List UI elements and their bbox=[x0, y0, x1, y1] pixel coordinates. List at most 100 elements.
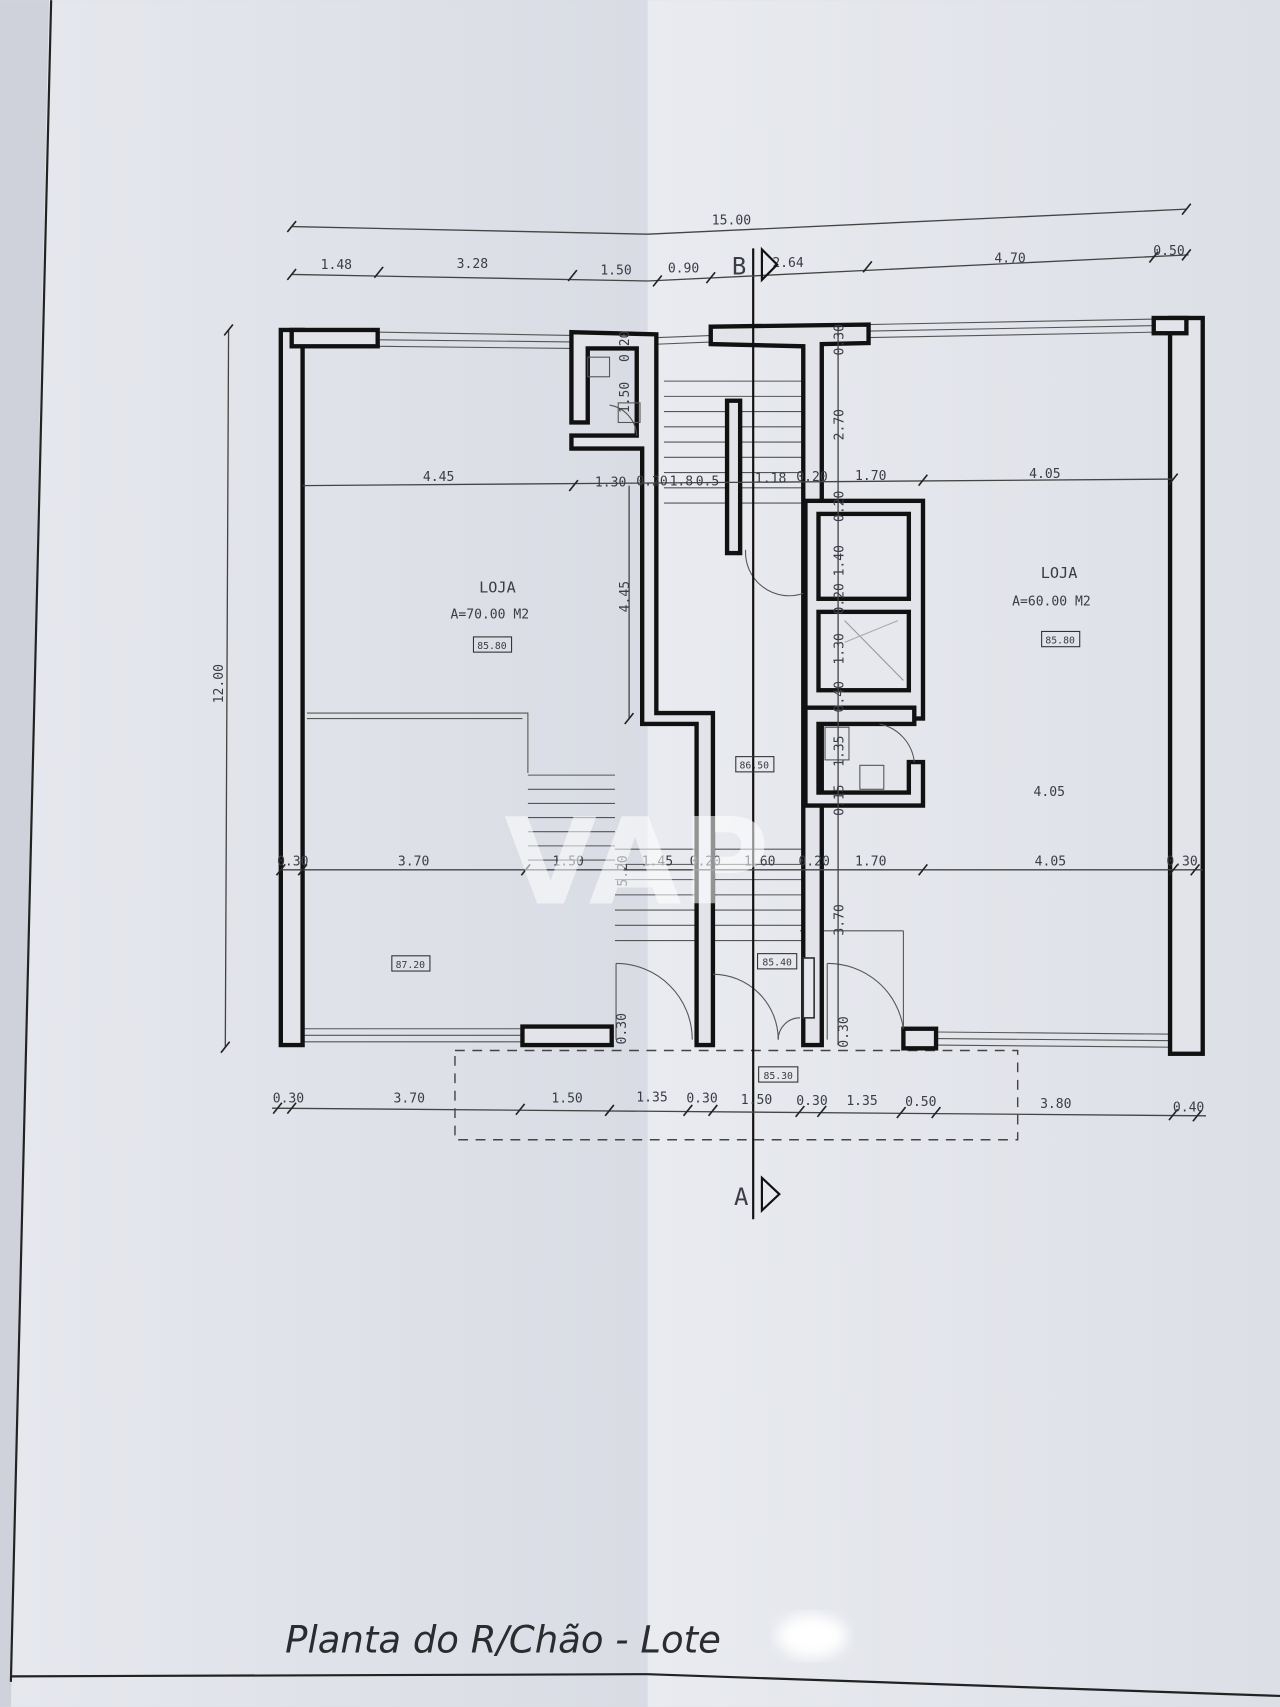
dimension-vertical: 4.05 bbox=[1034, 785, 1065, 800]
dimension-upper: 4.05 bbox=[1029, 467, 1060, 482]
section-arrow-b-icon bbox=[760, 246, 779, 283]
dimension-ticks bbox=[220, 203, 1203, 1122]
dimension-bottom: 1.50 bbox=[551, 1092, 582, 1107]
dimension-top: 3.28 bbox=[457, 257, 489, 272]
dimension-middle: 3.70 bbox=[398, 854, 429, 869]
dimension-tick bbox=[918, 474, 928, 487]
dimension-middle: 1.60 bbox=[744, 854, 775, 869]
dimension-top: 1.50 bbox=[600, 263, 631, 278]
dimension-bottom: 1.50 bbox=[741, 1093, 772, 1108]
dimension-bottom: 3.80 bbox=[1040, 1097, 1071, 1112]
dimension-vertical: 0.40 bbox=[833, 681, 848, 712]
mezzanine-outline bbox=[306, 712, 529, 773]
dimension-tick bbox=[1148, 251, 1159, 263]
sanitary-fixtures bbox=[587, 356, 885, 790]
dimension-middle: 0.30 bbox=[277, 854, 308, 869]
dimension-vertical: 1.50 bbox=[618, 382, 633, 413]
dimension-upper: 4.45 bbox=[423, 470, 454, 485]
dimension-tick bbox=[1181, 203, 1192, 216]
level-mark: 85.40 bbox=[762, 958, 792, 969]
dimension-tick bbox=[1168, 473, 1179, 486]
dimension-vertical: 0.20 bbox=[618, 331, 633, 362]
level-right-store: 85.80 bbox=[1045, 635, 1075, 646]
dimension-tick bbox=[652, 275, 663, 287]
section-arrow-a-icon bbox=[760, 1175, 781, 1214]
room-name-right: LOJA bbox=[1041, 564, 1078, 582]
dimension-vertical: 1.40 bbox=[833, 545, 848, 576]
dimension-upper: 0.20 bbox=[636, 475, 667, 490]
dimension-top: 2.64 bbox=[772, 256, 804, 271]
dimension-tick bbox=[707, 1104, 718, 1117]
dimension-tick bbox=[297, 863, 308, 876]
dimension-tick bbox=[286, 220, 297, 233]
dimension-tick bbox=[1192, 1109, 1203, 1122]
dimension-middle: 0.20 bbox=[690, 854, 721, 869]
dimension-vertical: 2.70 bbox=[833, 409, 848, 440]
level-mark: 87.20 bbox=[396, 960, 426, 971]
room-area-left: A=70.00 M2 bbox=[451, 607, 530, 622]
dimension-tick bbox=[568, 479, 579, 492]
dimension-tick bbox=[705, 271, 716, 284]
dimension-middle: 0.30 bbox=[1166, 854, 1197, 869]
dimension-tick bbox=[682, 1104, 693, 1117]
dimension-bottom: 0.30 bbox=[796, 1094, 827, 1109]
dimension-tick bbox=[624, 712, 635, 725]
dimension-vertical: 4.45 bbox=[618, 581, 633, 612]
dimension-tick bbox=[816, 1105, 827, 1118]
dimension-bottom: 1.35 bbox=[636, 1091, 667, 1106]
section-mark-a: A bbox=[734, 1183, 748, 1211]
dimension-vertical: 0.15 bbox=[833, 784, 848, 815]
section-mark-b: B bbox=[732, 252, 746, 280]
dimension-middle: 0.20 bbox=[798, 854, 829, 869]
dimension-top: 4.70 bbox=[994, 251, 1025, 266]
page-border-left bbox=[9, 0, 53, 1682]
windows bbox=[302, 318, 1176, 1048]
dimension-tick bbox=[275, 863, 286, 876]
dimension-tick bbox=[1190, 863, 1201, 876]
dimension-middle: 1.45 bbox=[642, 854, 673, 869]
dimension-tick bbox=[272, 1102, 283, 1115]
dimension-middle: 1.50 bbox=[552, 854, 583, 869]
dimension-tick bbox=[520, 863, 531, 876]
level-mark: 86.50 bbox=[740, 761, 770, 772]
dimension-upper: 1.70 bbox=[855, 469, 886, 484]
dimension-top: 0.50 bbox=[1153, 244, 1184, 259]
dimension-tick bbox=[931, 1106, 942, 1119]
room-area-right: A=60.00 M2 bbox=[1012, 594, 1091, 609]
handwritten-title: Planta do R/Chão - Lote bbox=[285, 1618, 721, 1661]
dimension-tick bbox=[1181, 248, 1192, 261]
dimension-vertical: 0.30 bbox=[833, 324, 848, 355]
dimension-tick bbox=[604, 1104, 615, 1117]
dimension-vertical: 0.20 bbox=[833, 491, 848, 522]
dimension-bottom: 0.30 bbox=[273, 1092, 304, 1107]
dimension-upper: 0.5 bbox=[696, 475, 720, 490]
dimension-tick bbox=[286, 1102, 297, 1115]
dimension-lines bbox=[224, 208, 1206, 1117]
dimension-vertical: 0.30 bbox=[837, 1016, 852, 1047]
dimension-vertical: 0.30 bbox=[615, 1013, 630, 1044]
room-name-left: LOJA bbox=[479, 578, 516, 596]
level-left-store: 85.80 bbox=[477, 641, 507, 652]
dimension-overall-width: 15.00 bbox=[712, 213, 751, 228]
dimension-tick bbox=[896, 1106, 907, 1119]
dimension-bottom: 1.35 bbox=[846, 1094, 877, 1109]
dimension-bottom: 3.70 bbox=[394, 1092, 425, 1107]
dimension-vertical: 1.30 bbox=[833, 633, 848, 664]
dimension-top: 0.90 bbox=[668, 261, 699, 276]
dimension-vertical: 0.20 bbox=[833, 583, 848, 614]
dimension-vertical: 1.35 bbox=[833, 735, 848, 766]
dimension-middle: 4.05 bbox=[1035, 854, 1066, 869]
dimension-upper: 0.20 bbox=[796, 470, 827, 485]
paper-left-half bbox=[10, 0, 648, 1707]
dimension-upper: 1.30 bbox=[595, 476, 626, 491]
dimension-vertical: 5.20 bbox=[616, 855, 631, 886]
dimension-tick bbox=[1168, 863, 1179, 876]
dimension-middle: 1.70 bbox=[855, 854, 886, 869]
dimension-overall-depth: 12.00 bbox=[212, 664, 227, 703]
dimension-tick bbox=[918, 863, 928, 876]
dimension-vertical: 3.70 bbox=[833, 904, 848, 935]
page-border-bottom bbox=[10, 1673, 1280, 1698]
dimension-bottom: 0.50 bbox=[905, 1095, 936, 1110]
canopy-outline bbox=[454, 1049, 1019, 1141]
